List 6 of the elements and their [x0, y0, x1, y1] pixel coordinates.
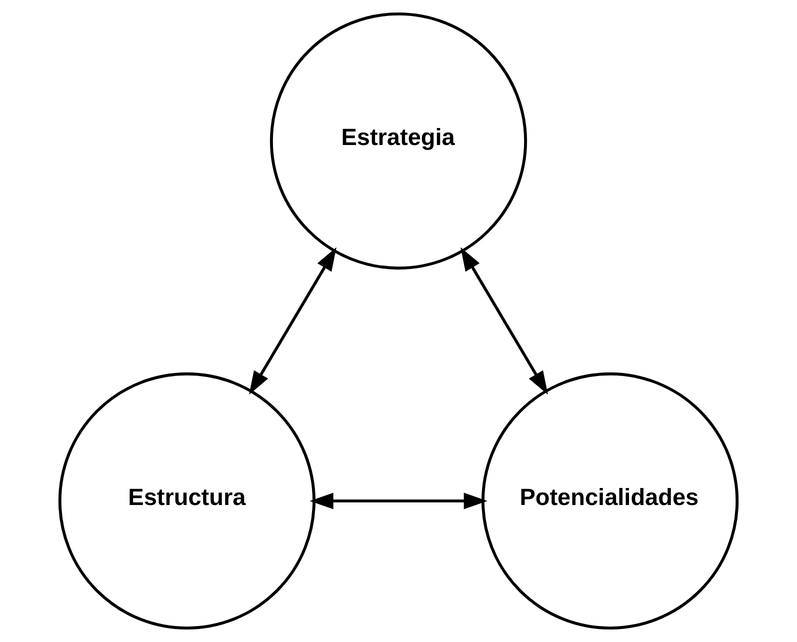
arrow [249, 247, 336, 395]
arrow [460, 247, 548, 395]
node-circle: Estructura [58, 372, 316, 630]
node-circle: Potencialidades [482, 372, 739, 630]
arrow [310, 492, 488, 510]
node-circle: Estrategia [270, 12, 528, 270]
